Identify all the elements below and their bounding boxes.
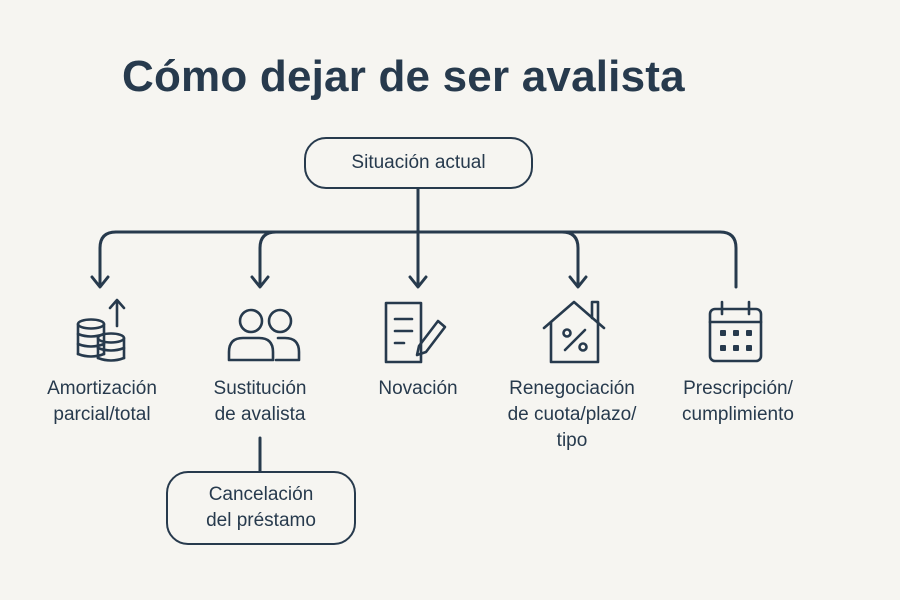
people-icon <box>227 308 301 362</box>
branch-line-5 <box>718 230 738 289</box>
sub-node-label-line-1: Cancelación <box>208 484 314 506</box>
sub-node-cancelacion: Cancelación del préstamo <box>166 471 356 545</box>
calendar-dots <box>720 330 752 351</box>
option-label-novacion: Novación <box>378 378 458 399</box>
arrowhead-1 <box>90 275 110 289</box>
document-pen-icon <box>384 301 447 364</box>
branch-line-2 <box>258 230 278 287</box>
option-label-renegociacion: Renegociación de cuota/plazo/ tipo <box>507 378 637 451</box>
diagram-title: Cómo dejar de ser avalista <box>122 52 685 101</box>
option-label-prescripcion: Prescripción/ cumplimiento <box>682 378 794 425</box>
house-percent-icon <box>542 300 606 364</box>
option-label-sustitucion: Sustitución de avalista <box>213 378 307 425</box>
coins-up-icon <box>76 298 126 362</box>
option-label-amortizacion: Amortización parcial/total <box>47 378 157 425</box>
arrowhead-2 <box>250 275 270 289</box>
root-node-situacion-actual: Situación actual <box>304 137 533 189</box>
root-node-label: Situación actual <box>351 152 486 174</box>
sub-node-label-line-2: del préstamo <box>206 510 316 531</box>
arrowhead-4 <box>568 275 588 289</box>
calendar-icon <box>708 300 763 363</box>
arrowhead-3 <box>408 275 428 289</box>
branch-line-4 <box>560 230 580 287</box>
branch-line-1 <box>98 230 118 287</box>
